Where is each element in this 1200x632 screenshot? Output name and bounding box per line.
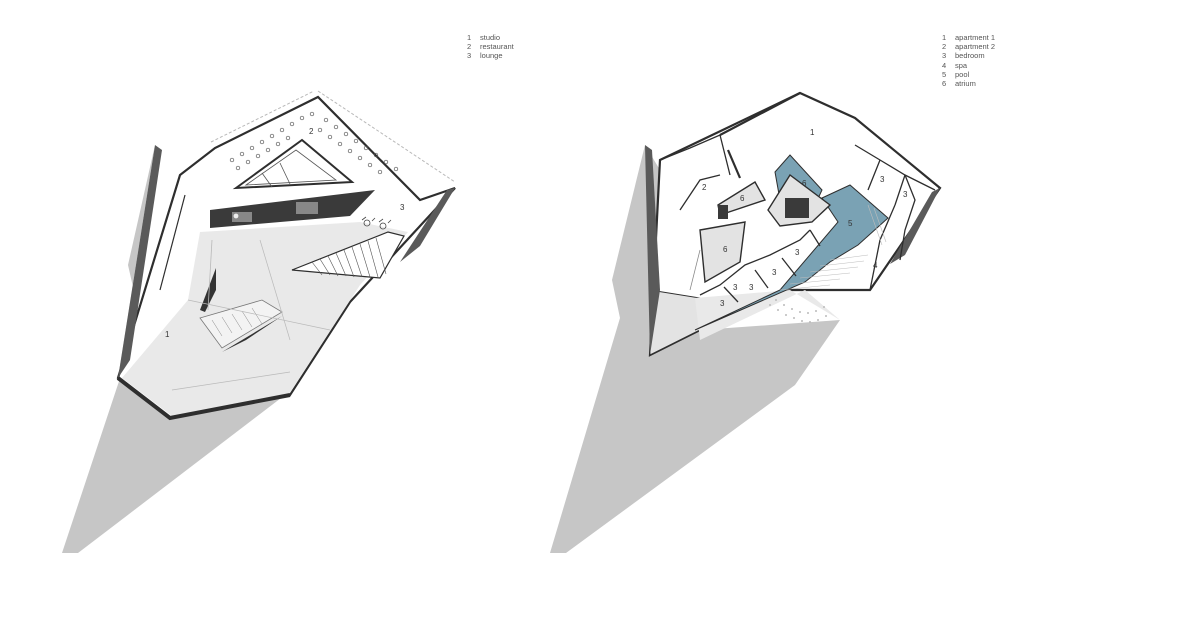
room-label: 3 — [733, 283, 738, 292]
room-label: 6 — [740, 194, 745, 203]
lower-stair — [199, 299, 283, 349]
room-label: 2 — [309, 127, 314, 136]
room-label: 1 — [810, 128, 815, 137]
atrium-voids — [699, 173, 832, 284]
room-label: 3 — [749, 283, 754, 292]
room-label: 3 — [880, 175, 885, 184]
floor-line — [689, 249, 701, 291]
room-label: 6 — [802, 179, 807, 188]
restaurant-tables — [229, 111, 399, 175]
room-label: 3 — [795, 248, 800, 257]
restaurant-void — [232, 138, 355, 190]
floor-lines — [171, 239, 331, 391]
stair — [291, 231, 405, 279]
shadow — [550, 145, 840, 553]
room-label: 6 — [723, 245, 728, 254]
paving-dots — [769, 299, 827, 323]
studio-wall-slits — [159, 194, 282, 352]
room-label: 4 — [873, 261, 878, 270]
room-label: 3 — [400, 203, 405, 212]
interior-walls — [659, 92, 936, 303]
lounge-furniture — [361, 216, 392, 230]
facade-fins — [118, 145, 455, 378]
room-label: 3 — [720, 299, 725, 308]
hatch-deck — [779, 204, 887, 291]
room-label: 5 — [848, 219, 853, 228]
shadow — [62, 145, 285, 553]
room-label: 1 — [165, 330, 170, 339]
room-label: 2 — [702, 183, 707, 192]
kitchen-counter — [210, 190, 375, 228]
room-label: 3 — [772, 268, 777, 277]
room-label: 3 — [903, 190, 908, 199]
